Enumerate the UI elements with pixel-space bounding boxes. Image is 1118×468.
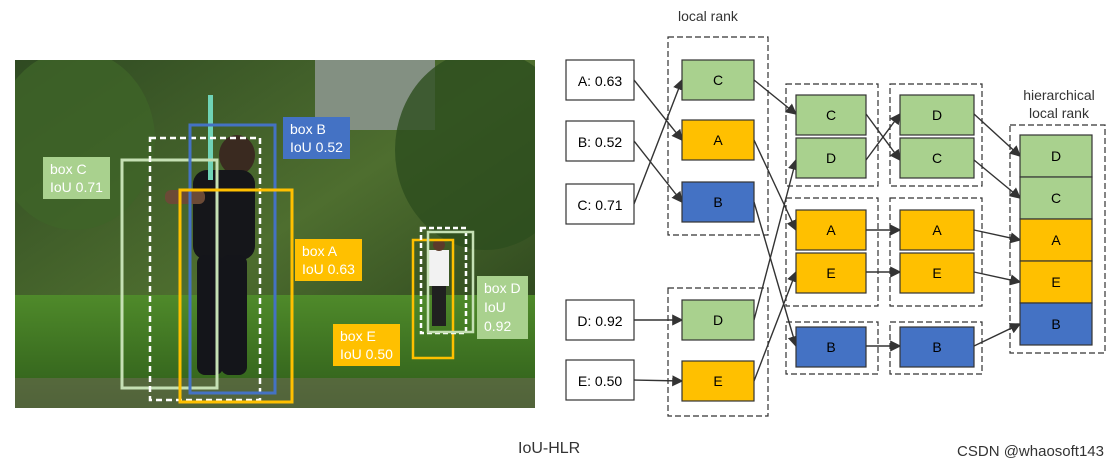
label-box-b: box B IoU 0.52 <box>283 117 350 159</box>
merge2-node-5 <box>899 326 975 368</box>
input-label-e: E: 0.50 <box>578 373 623 389</box>
merge1-group-1 <box>785 83 879 187</box>
final-node-1 <box>1019 134 1093 178</box>
final-node-2 <box>1019 176 1093 220</box>
merge2-node-1 <box>899 94 975 136</box>
local-rank-node-1 <box>681 59 755 101</box>
merge2-node-3-label: A <box>932 222 942 238</box>
detection-photo: box B IoU 0.52 box C IoU 0.71 box A IoU … <box>15 60 535 408</box>
merge2-node-5-label: B <box>932 339 941 355</box>
bbox-a <box>178 188 294 404</box>
merge2-node-1-label: D <box>932 107 942 123</box>
input-label-b: B: 0.52 <box>578 134 623 150</box>
final-node-3-label: A <box>1051 232 1061 248</box>
label-box-e: box E IoU 0.50 <box>333 324 400 366</box>
figure-caption: IoU-HLR <box>518 440 581 457</box>
merge1-nodes: C D A E B <box>795 94 867 368</box>
final-node-5 <box>1019 302 1093 346</box>
input-label-a: A: 0.63 <box>578 73 623 89</box>
connections <box>633 78 1022 387</box>
local-rank-node-2-label: A <box>713 132 723 148</box>
bbox-e <box>411 238 455 360</box>
local-rank-node-5-label: E <box>713 373 722 389</box>
local-rank-node-2 <box>681 119 755 161</box>
merge1-group-2 <box>785 197 879 307</box>
bbox-b <box>188 123 277 395</box>
batter-arm <box>165 190 205 204</box>
watermark: CSDN @whaosoft143 <box>957 443 1104 460</box>
local-rank-nodes: C A B D E <box>681 59 755 402</box>
local-rank-node-3 <box>681 181 755 223</box>
local-rank-node-5 <box>681 360 755 402</box>
player-legs <box>432 286 446 326</box>
local-rank-node-4 <box>681 299 755 341</box>
batter-torso <box>193 170 255 260</box>
bbox-ground-truth <box>148 136 262 402</box>
batter-head <box>219 135 255 175</box>
bbox-d <box>426 230 475 334</box>
local-rank-group-2 <box>667 287 769 417</box>
merge1-node-1-label: C <box>826 107 836 123</box>
label-box-c: box C IoU 0.71 <box>43 157 110 199</box>
merge2-node-2-label: C <box>932 150 942 166</box>
merge2-group-2 <box>889 197 983 307</box>
input-box-e <box>565 359 635 401</box>
final-nodes: D C A E B <box>1019 134 1093 346</box>
batter-leg-right <box>221 255 247 375</box>
merge2-group-3 <box>889 321 983 375</box>
local-rank-group-1 <box>667 36 769 236</box>
local-rank-title: local rank <box>678 8 738 24</box>
merge1-node-4-label: E <box>826 265 835 281</box>
local-rank-node-3-label: B <box>713 194 722 210</box>
local-rank-node-4-label: D <box>713 312 723 328</box>
final-node-1-label: D <box>1051 148 1061 164</box>
merge1-node-1 <box>795 94 867 136</box>
hierarchical-rank-title: hierarchical local rank <box>1023 87 1095 121</box>
merge2-node-4-label: E <box>932 265 941 281</box>
label-box-a: box A IoU 0.63 <box>295 239 362 281</box>
merge1-node-2 <box>795 137 867 179</box>
player-head <box>433 239 445 251</box>
merge2-node-4 <box>899 252 975 294</box>
input-scores: A: 0.63 B: 0.52 C: 0.71 D: 0.92 E: 0.50 <box>565 59 635 401</box>
merge1-group-3 <box>785 321 879 375</box>
final-node-5-label: B <box>1051 316 1060 332</box>
input-box-d <box>565 299 635 341</box>
merge2-node-2 <box>899 137 975 179</box>
merge1-node-4 <box>795 252 867 294</box>
input-box-c <box>565 183 635 225</box>
merge2-group-1 <box>889 83 983 187</box>
label-box-d: box D IoU 0.92 <box>477 276 528 339</box>
input-box-b <box>565 120 635 162</box>
merge1-node-3 <box>795 209 867 251</box>
final-node-4-label: E <box>1051 274 1060 290</box>
merge2-nodes: D C A E B <box>899 94 975 368</box>
input-box-a <box>565 59 635 101</box>
final-node-3 <box>1019 218 1093 262</box>
merge1-node-5 <box>795 326 867 368</box>
merge2-node-3 <box>899 209 975 251</box>
final-node-2-label: C <box>1051 190 1061 206</box>
merge1-node-3-label: A <box>826 222 836 238</box>
merge1-node-2-label: D <box>826 150 836 166</box>
merge1-node-5-label: B <box>826 339 835 355</box>
tree-right <box>395 60 535 250</box>
input-label-d: D: 0.92 <box>577 313 622 329</box>
player-shirt <box>429 250 449 286</box>
local-rank-node-1-label: C <box>713 72 723 88</box>
bbox-c <box>120 158 219 390</box>
input-label-c: C: 0.71 <box>577 197 622 213</box>
